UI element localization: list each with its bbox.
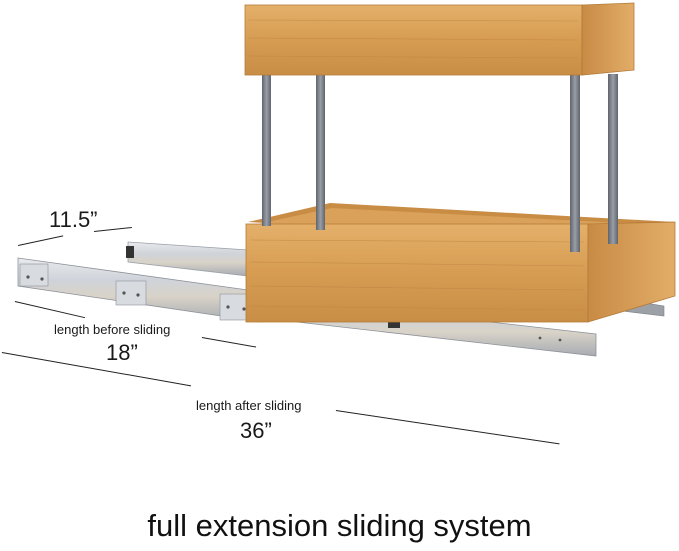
after-dimension-right-line [335, 410, 560, 445]
upper-slide-rail [126, 241, 249, 277]
upper-bamboo-tray [244, 2, 635, 76]
before-sliding-label: length before sliding [54, 322, 171, 337]
after-sliding-value: 36” [240, 418, 272, 443]
support-posts [262, 74, 618, 252]
lower-bamboo-tray [245, 203, 676, 323]
product-illustration [17, 2, 676, 357]
organizer-drawing [17, 2, 676, 357]
before-sliding-value: 18” [106, 340, 138, 365]
caption: full extension sliding system [147, 508, 532, 543]
after-sliding-label: length after sliding [196, 398, 302, 413]
width-dimension-value: 11.5” [49, 207, 98, 232]
